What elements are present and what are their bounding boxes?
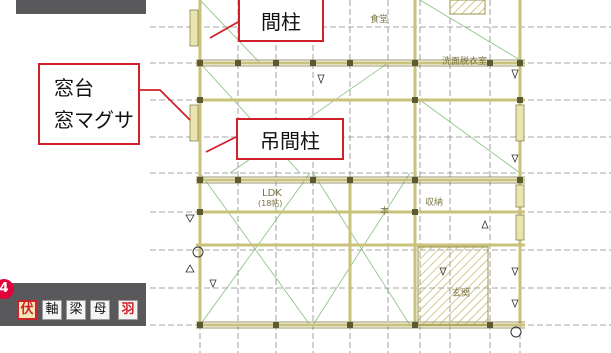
room-label-wic: 洗面脱衣室 xyxy=(442,55,487,67)
callout-tsuri-mabashira: 吊間柱 xyxy=(236,118,344,160)
window-marks xyxy=(189,9,525,241)
bottom-toolbar: 4 伏 軸 梁 母 羽 xyxy=(0,279,146,326)
toolbar-button-moya[interactable]: 母 xyxy=(90,300,110,320)
brace-markers xyxy=(185,69,519,309)
room-label-storage: 収納 xyxy=(425,196,443,208)
entrance-hatch xyxy=(417,246,489,326)
grid-lines xyxy=(150,0,611,353)
beam-lines xyxy=(196,0,525,327)
toolbar-button-fuse[interactable]: 伏 xyxy=(17,300,37,320)
callout-text: 間柱 xyxy=(261,9,301,34)
room-label-ldk: LDK xyxy=(262,188,282,199)
room-label-ldk-size: (18帖) xyxy=(258,198,282,208)
callout-madodai: 窓台 窓マグサ xyxy=(38,63,140,145)
room-label-entrance: 玄関 xyxy=(452,287,470,299)
toolbar-button-jiku[interactable]: 軸 xyxy=(42,300,62,320)
callout-text: 吊間柱 xyxy=(260,128,320,153)
callout-text-line1: 窓台 xyxy=(54,76,94,100)
anchor-mark xyxy=(510,326,522,338)
brace-lines xyxy=(199,0,521,326)
callout-leaders xyxy=(140,21,239,153)
anchor-mark xyxy=(192,246,204,258)
posts xyxy=(197,60,523,328)
top-hatch xyxy=(449,0,486,15)
callout-text-line2: 窓マグサ xyxy=(54,108,134,132)
step-badge: 4 xyxy=(0,279,14,299)
toolbar-button-hane[interactable]: 羽 xyxy=(118,300,138,320)
room-label-dining: 食堂 xyxy=(370,13,388,25)
toolbar-button-hari[interactable]: 梁 xyxy=(66,300,86,320)
callout-mabashira: 間柱 xyxy=(238,0,324,42)
top-panel-edge xyxy=(16,0,146,14)
room-label-hon: 本 xyxy=(380,205,389,217)
